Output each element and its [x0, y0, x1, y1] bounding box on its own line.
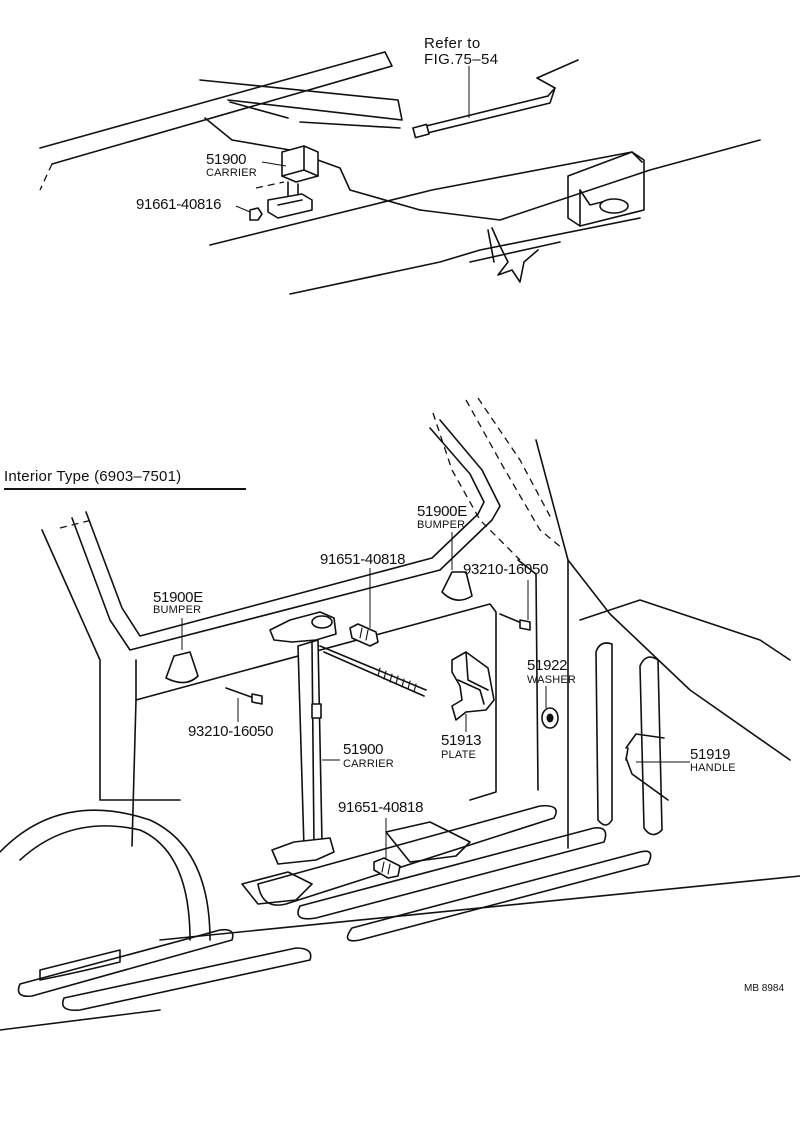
washer-drawing	[541, 686, 559, 729]
carrier-part-name: CARRIER	[343, 758, 394, 770]
handle-part-number: 51919	[690, 746, 731, 763]
screw-right-drawing	[499, 580, 531, 631]
plate-drawing	[451, 651, 495, 732]
section-title: Interior Type (6903–7501)	[4, 469, 246, 490]
vehicle-frame-drawing	[39, 51, 761, 295]
screw-left-drawing	[225, 687, 263, 722]
interior-body-drawing	[0, 397, 800, 1031]
bumper-upper-drawing	[441, 532, 473, 601]
screw-right-part-number: 93210-16050	[463, 561, 549, 578]
bumper-left-part-name: BUMPER	[153, 604, 202, 616]
drawing-code: MB 8984	[744, 983, 785, 994]
bumper-left-drawing	[165, 618, 199, 684]
plate-part-number: 51913	[441, 732, 482, 749]
bolt-lower-drawing	[373, 818, 401, 879]
top-carrier-drawing	[235, 145, 319, 221]
bumper-upper-part-name: BUMPER	[417, 519, 466, 531]
bolt-upper-drawing	[349, 568, 379, 647]
handle-part-name: HANDLE	[690, 762, 736, 774]
threaded-rod-drawing	[319, 645, 427, 697]
bolt-lower-part-number: 91651-40818	[338, 799, 424, 816]
carrier-part-number: 51900	[343, 741, 384, 758]
refer-line-2: FIG.75–54	[424, 51, 499, 68]
bolt-upper-part-number: 91651-40818	[320, 551, 406, 568]
top-bolt-part-number: 91661-40816	[136, 196, 222, 213]
top-carrier-part-number: 51900	[206, 151, 247, 168]
washer-part-name: WASHER	[527, 674, 577, 686]
bumper-left-part-number: 51900E	[153, 589, 203, 606]
top-carrier-part-name: CARRIER	[206, 167, 257, 179]
jack-handle-drawing	[412, 59, 579, 139]
refer-line-1: Refer to	[424, 35, 481, 52]
washer-part-number: 51922	[527, 657, 568, 674]
handle-drawing	[625, 733, 690, 801]
jack-carrier-drawing	[269, 611, 340, 865]
plate-part-name: PLATE	[441, 749, 477, 761]
bumper-upper-part-number: 51900E	[417, 503, 467, 520]
screw-left-part-number: 93210-16050	[188, 723, 274, 740]
